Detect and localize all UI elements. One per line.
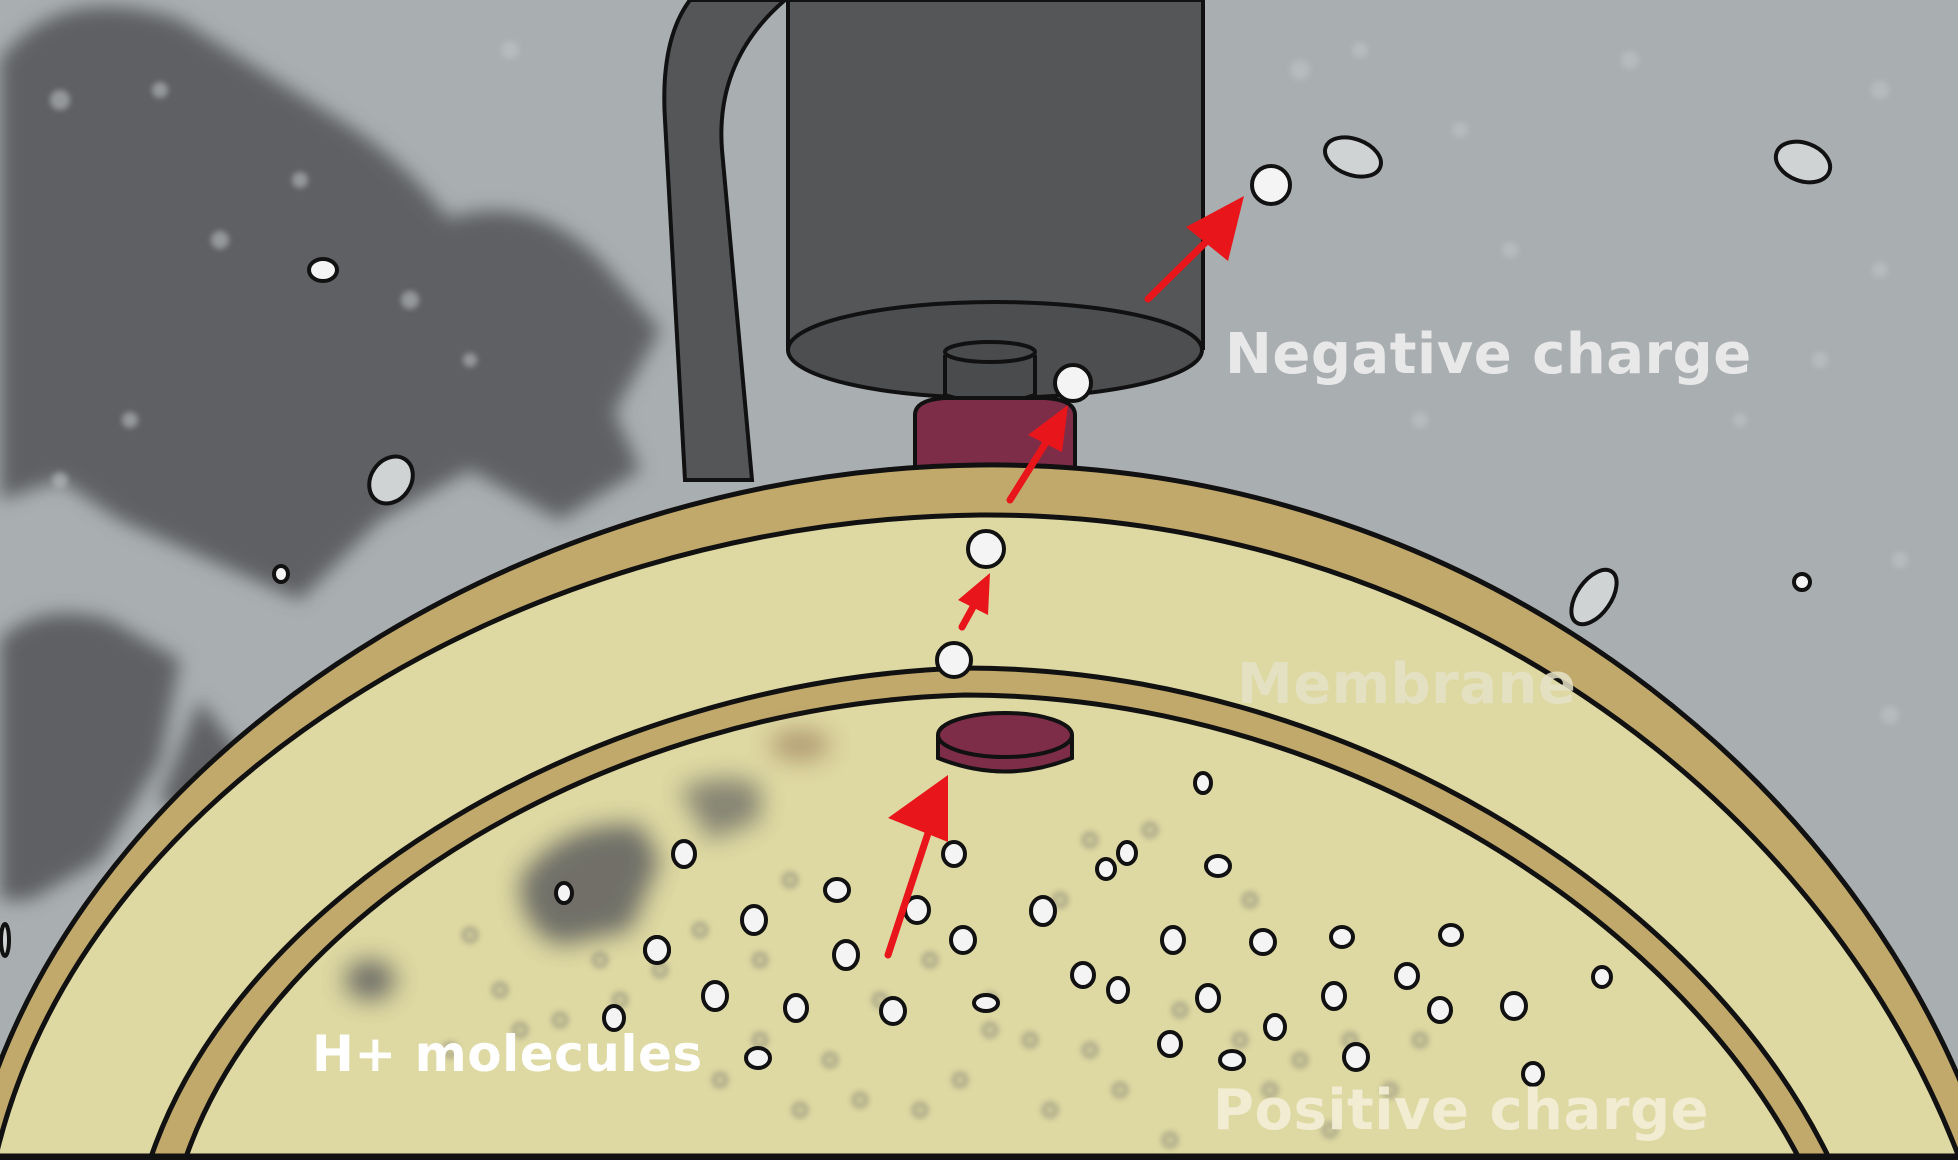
background-shadow	[0, 6, 660, 900]
crossing-particles	[935, 164, 1292, 679]
inner-shadow	[345, 730, 830, 1000]
h-plus-molecules-label: H+ molecules	[312, 1025, 703, 1083]
blurred-particles	[441, 821, 1429, 1149]
membrane-label: Membrane	[1237, 652, 1577, 717]
floating-ions	[0, 135, 1833, 958]
membrane	[0, 462, 1958, 1160]
negative-charge-label: Negative charge	[1225, 322, 1752, 387]
ion-channel-puck	[936, 711, 1074, 774]
h-plus-particles	[554, 771, 1613, 1087]
cable	[662, 0, 789, 482]
red-arrows	[884, 196, 1244, 959]
background-specks	[50, 41, 1908, 724]
positive-charge-label: Positive charge	[1213, 1078, 1710, 1143]
electrode	[786, 0, 1205, 405]
